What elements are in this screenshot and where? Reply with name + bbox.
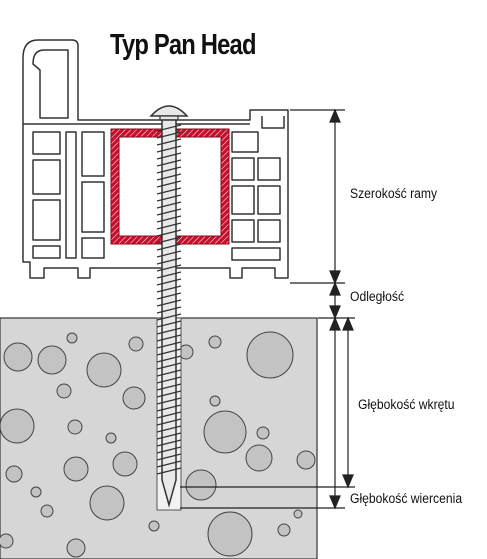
- diagram-title: Typ Pan Head: [110, 29, 256, 61]
- screw-thread: [156, 446, 182, 454]
- screw-thread: [156, 425, 182, 433]
- screw-thread: [156, 376, 182, 384]
- screw-thread: [156, 152, 182, 160]
- screw-thread: [156, 124, 182, 132]
- screw-thread: [156, 264, 182, 272]
- screw-thread: [156, 222, 182, 230]
- screw-thread: [156, 271, 182, 279]
- frame-width-label: Szerokość ramy: [350, 186, 438, 201]
- screw-thread: [156, 320, 182, 328]
- screw-thread: [156, 292, 182, 300]
- screw-thread: [156, 397, 182, 405]
- screw-thread: [156, 299, 182, 307]
- screw-thread: [156, 257, 182, 265]
- screw-thread: [156, 404, 182, 412]
- screw-thread: [156, 285, 182, 293]
- screw-thread: [156, 131, 182, 139]
- screw-thread: [156, 453, 182, 461]
- screw-thread: [156, 334, 182, 342]
- screw-thread: [156, 278, 182, 286]
- screw-thread: [156, 362, 182, 370]
- screw-thread: [156, 180, 182, 188]
- screw-thread: [156, 460, 182, 468]
- screw-thread: [156, 236, 182, 244]
- screw-thread: [156, 187, 182, 195]
- screw-thread: [156, 250, 182, 258]
- screw-depth-label: Głębokość wkrętu: [358, 397, 455, 412]
- screw-thread: [156, 201, 182, 209]
- screw-thread: [156, 411, 182, 419]
- screw-thread: [156, 348, 182, 356]
- screw-thread: [156, 306, 182, 314]
- screw-thread: [156, 145, 182, 153]
- screw-thread: [156, 138, 182, 146]
- screw-thread: [156, 159, 182, 167]
- screw-thread: [156, 390, 182, 398]
- screw-thread: [156, 341, 182, 349]
- screw-thread: [156, 166, 182, 174]
- screw-thread: [156, 369, 182, 377]
- screw-thread: [156, 229, 182, 237]
- screw-thread: [156, 439, 182, 447]
- screw-thread: [156, 418, 182, 426]
- screw-thread: [156, 327, 182, 335]
- screw-thread: [156, 432, 182, 440]
- screw-thread: [156, 467, 182, 475]
- screw-thread: [156, 215, 182, 223]
- screw-thread: [156, 173, 182, 181]
- steel-reinforcement: [110, 128, 230, 245]
- screw-thread: [156, 355, 182, 363]
- frame-screw: [149, 105, 189, 508]
- screw-thread: [156, 313, 182, 321]
- dimension-lines: [180, 108, 355, 510]
- screw-thread: [156, 208, 182, 216]
- screw-thread: [156, 243, 182, 251]
- screw-thread: [156, 383, 182, 391]
- drilling-depth-label: Głębokość wiercenia: [350, 491, 463, 506]
- screw-thread: [156, 194, 182, 202]
- gap-label: Odległość: [350, 289, 405, 304]
